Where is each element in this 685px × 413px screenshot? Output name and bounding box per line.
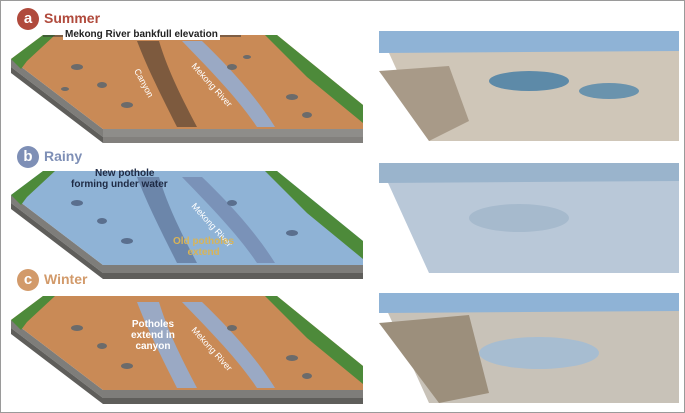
potholes-canyon-label: Potholes extend in canyon <box>131 319 175 352</box>
panel-a-photo <box>379 31 679 141</box>
panel-b-photo <box>379 163 679 273</box>
panel-b-title: Rainy <box>44 148 83 164</box>
panel-b-badge: b <box>17 146 39 168</box>
soil-surface <box>11 35 363 129</box>
bankfull-label: Mekong River bankfull elevation <box>63 29 220 40</box>
vegetation-left <box>11 35 55 69</box>
river-channel <box>182 41 275 127</box>
block-front-face <box>103 129 363 143</box>
pothole-marks <box>61 55 312 118</box>
panel-c-title: Winter <box>44 271 88 287</box>
panel-c-block-diagram <box>11 296 363 404</box>
panel-c-badge: c <box>17 269 39 291</box>
panel-a-badge: a <box>17 8 39 30</box>
panel-a-title: Summer <box>44 10 101 26</box>
panel-a-block-diagram <box>11 35 363 143</box>
new-pothole-label: New pothole forming under water <box>71 168 168 190</box>
vegetation-right <box>265 35 363 123</box>
canyon-channel <box>137 41 197 127</box>
flooded-surface <box>11 171 363 265</box>
old-potholes-label: Old potholes extend <box>173 236 235 258</box>
panel-b-block-diagram <box>11 171 363 279</box>
panel-c-photo <box>379 293 679 403</box>
